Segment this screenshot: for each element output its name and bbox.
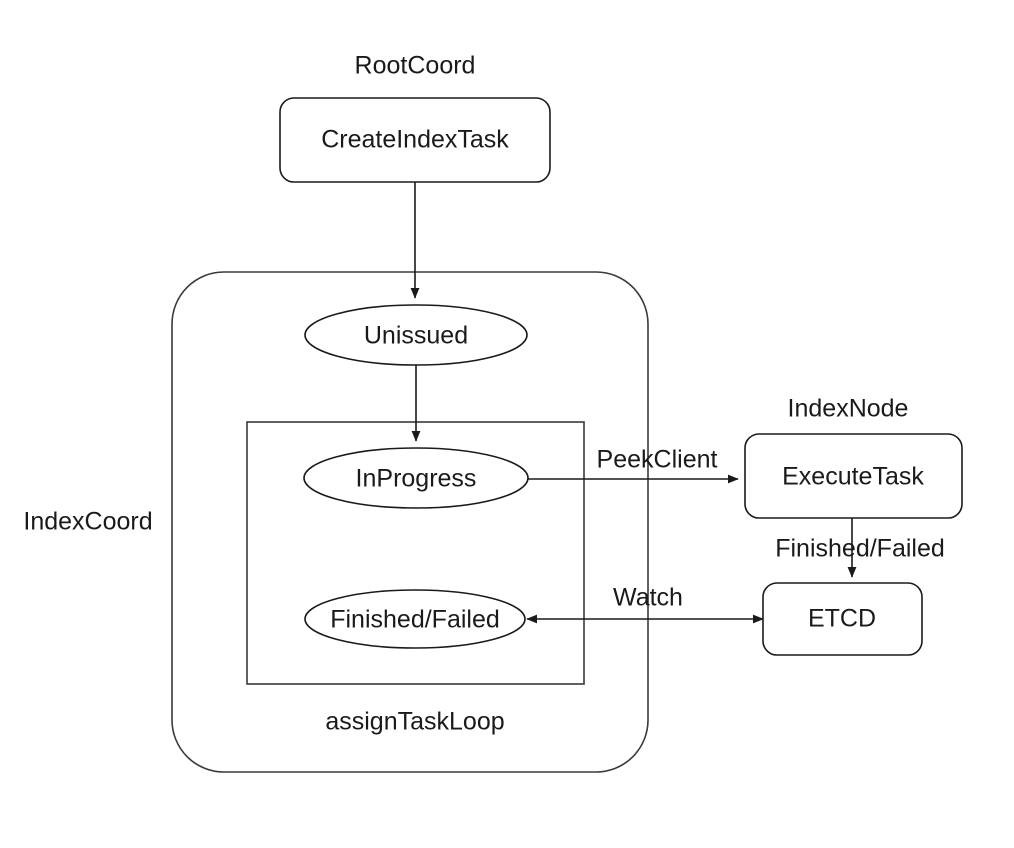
node-execute-task[interactable] xyxy=(744,433,963,519)
node-label-finished-failed: Finished/Failed xyxy=(330,606,500,634)
node-create-index-task[interactable] xyxy=(279,97,551,183)
edge-label-watch: Watch xyxy=(613,584,683,612)
node-label-unissued: Unissued xyxy=(364,322,468,350)
node-label-create-index-task: CreateIndexTask xyxy=(321,126,509,154)
node-unissued[interactable] xyxy=(304,304,528,366)
edge-label-finished-failed: Finished/Failed xyxy=(775,535,945,563)
node-in-progress[interactable] xyxy=(303,447,529,509)
group-label-assign-task-loop: assignTaskLoop xyxy=(325,708,504,736)
node-finished-failed[interactable] xyxy=(304,589,526,649)
group-label-index-coord: IndexCoord xyxy=(23,508,152,536)
node-label-execute-task: ExecuteTask xyxy=(782,463,924,491)
node-label-in-progress: InProgress xyxy=(356,465,477,493)
node-etcd[interactable] xyxy=(762,582,923,656)
group-label-index-node: IndexNode xyxy=(788,395,909,423)
node-label-etcd: ETCD xyxy=(808,605,876,633)
edge-label-peek-client: PeekClient xyxy=(597,446,718,474)
group-index-coord xyxy=(171,271,649,773)
group-label-root-coord: RootCoord xyxy=(355,52,476,80)
